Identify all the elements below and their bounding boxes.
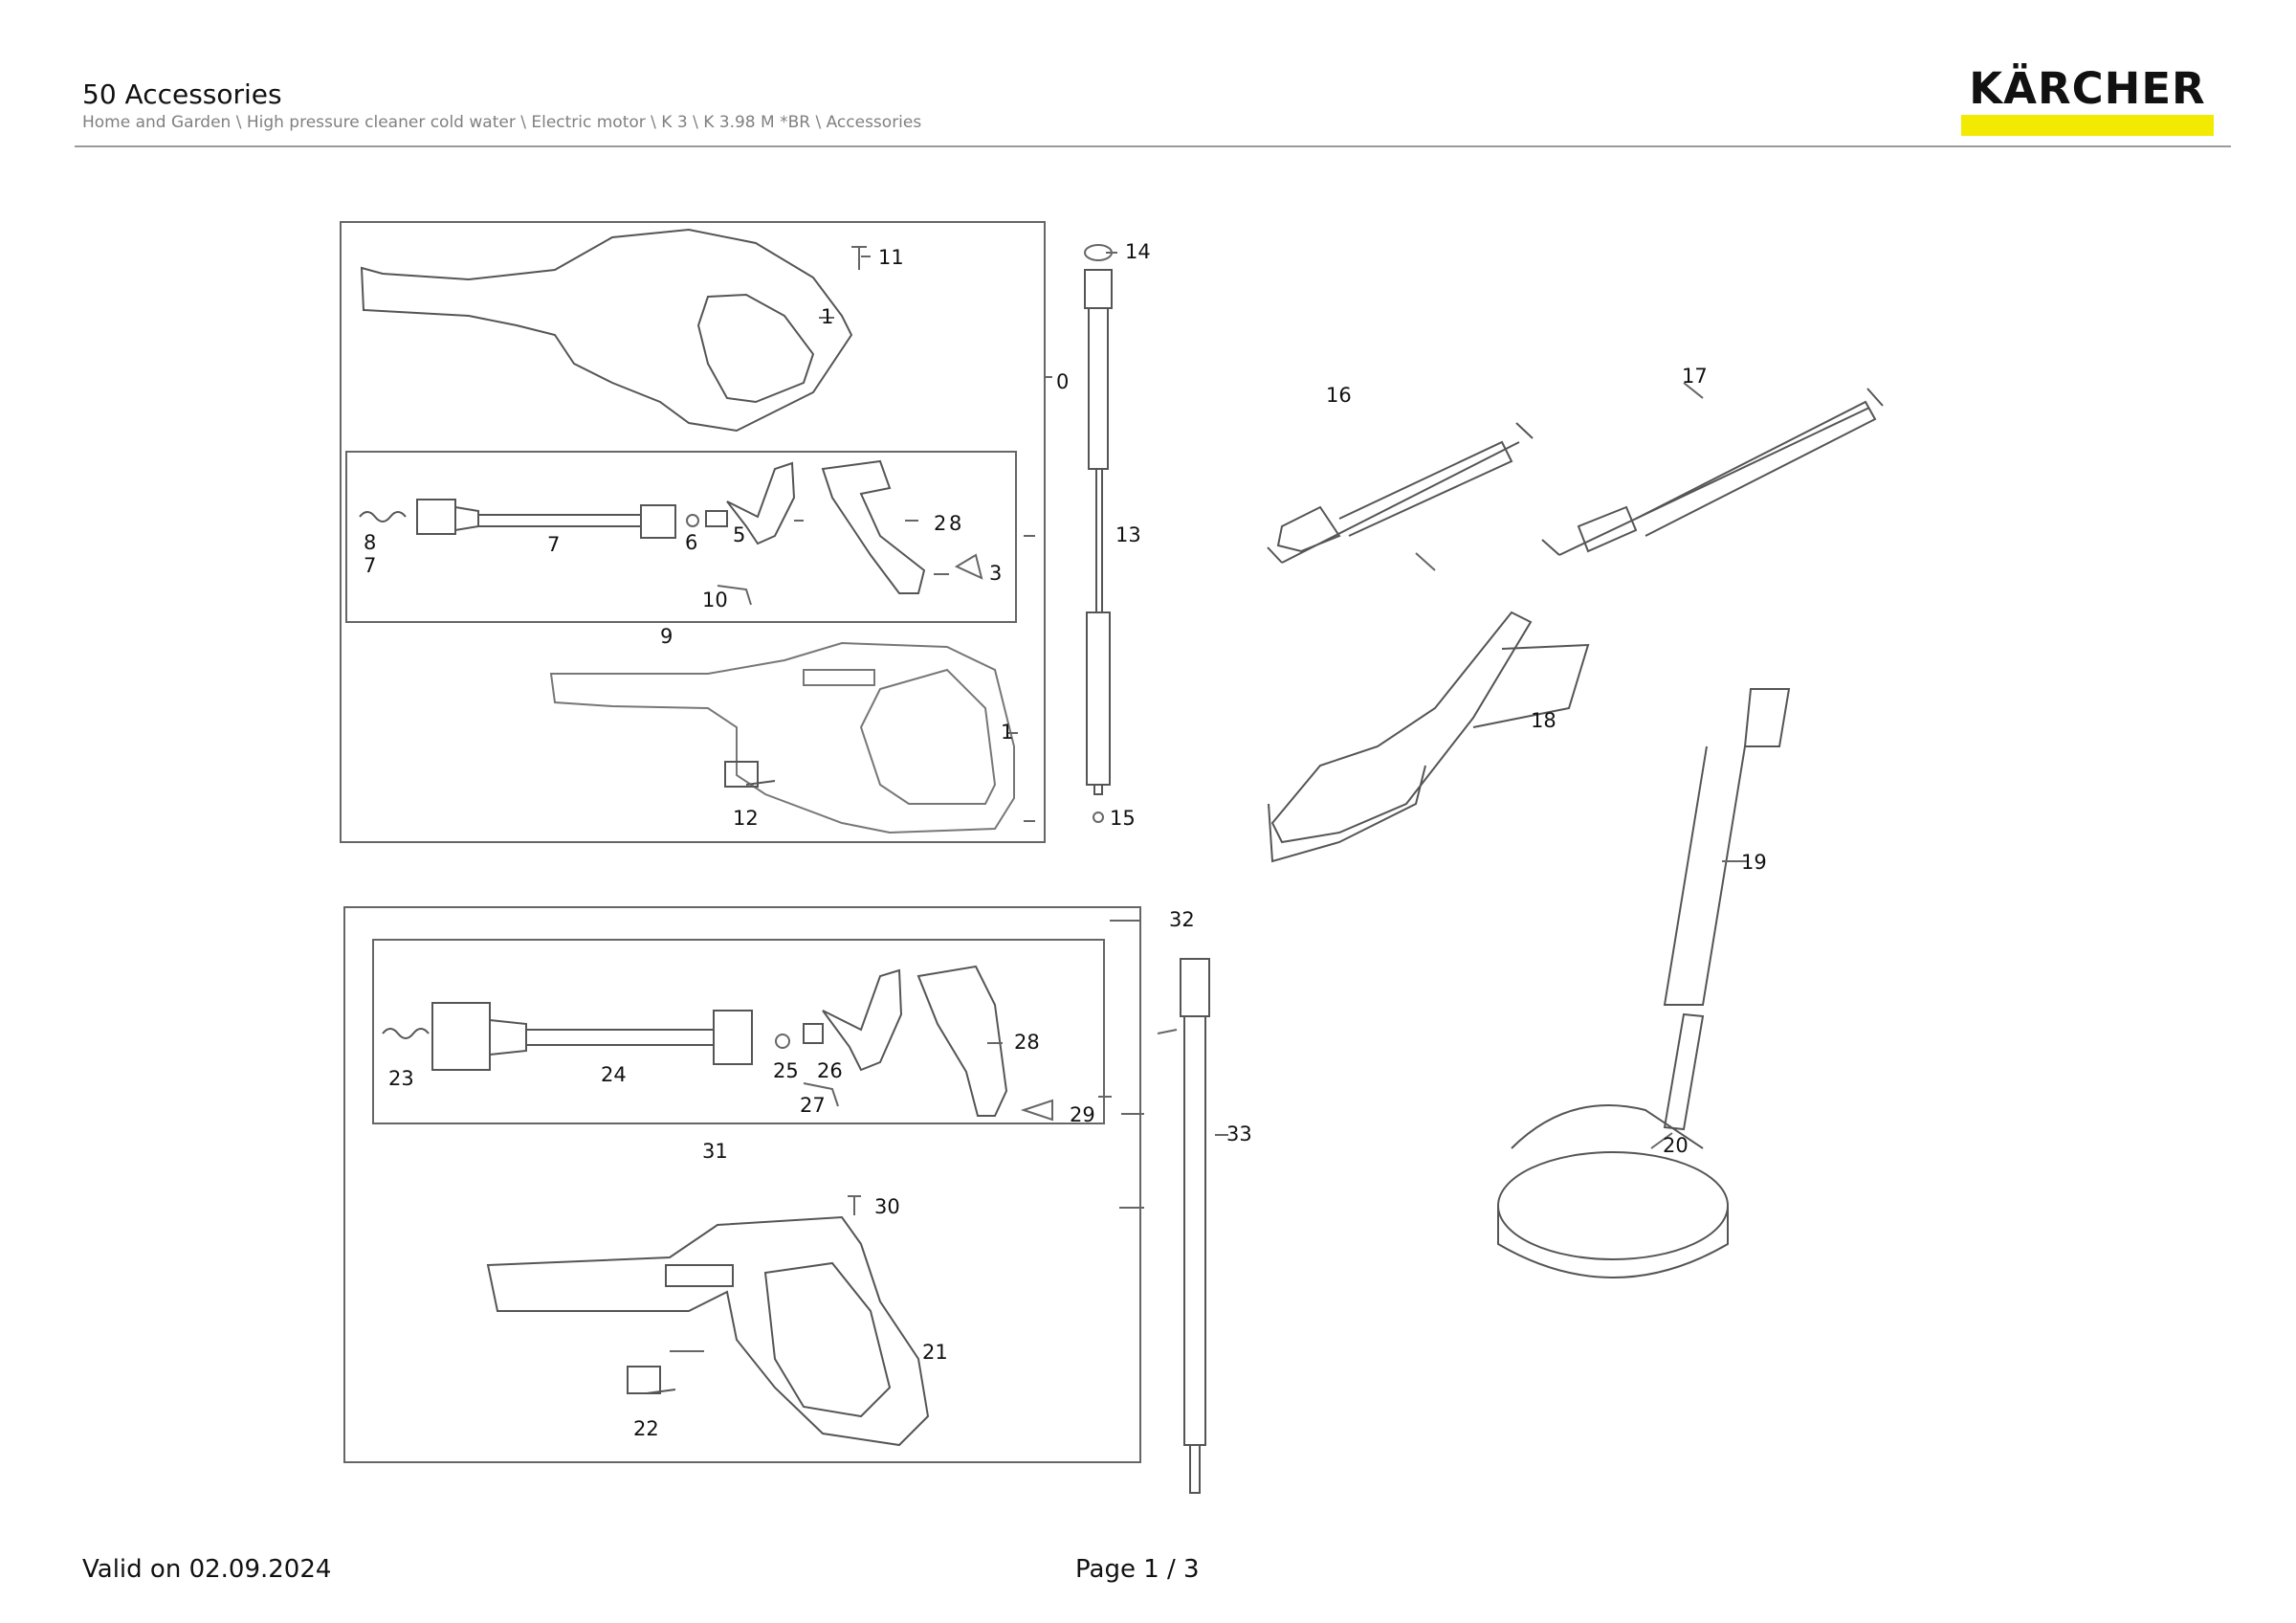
page-title: 50 Accessories	[82, 78, 282, 110]
gun-shell-21	[486, 1215, 930, 1447]
screw-11	[851, 246, 867, 270]
part-label-25: 25	[773, 1059, 799, 1082]
lance-13	[1084, 269, 1113, 795]
dirt-blaster-16	[1267, 422, 1534, 564]
part-label-8a: 8	[949, 512, 961, 535]
part-label-22: 22	[633, 1417, 659, 1440]
part-label-26: 26	[817, 1059, 843, 1082]
part-label-28: 28	[1014, 1031, 1040, 1054]
valve-26	[803, 968, 903, 1072]
breadcrumb: Home and Garden \ High pressure cleaner …	[82, 113, 922, 132]
part-label-7b: 7	[364, 554, 376, 577]
spring-10	[717, 585, 752, 606]
rotary-brush-18	[1268, 611, 1590, 863]
part-label-31: 31	[702, 1140, 728, 1163]
part-label-32: 32	[1169, 908, 1195, 931]
o-ring-15	[1093, 812, 1104, 823]
part-label-20: 20	[1663, 1134, 1689, 1157]
part-label-29: 29	[1070, 1103, 1095, 1126]
part-label-1a: 1	[821, 305, 833, 328]
valid-date: Valid on 02.09.2024	[82, 1555, 332, 1584]
brand-logo: KÄRCHER	[1961, 63, 2214, 136]
lock-22	[627, 1366, 676, 1394]
trigger-2	[821, 459, 926, 594]
part-label-18: 18	[1531, 709, 1556, 732]
coupling-7	[359, 499, 676, 539]
screw-30	[848, 1195, 861, 1215]
exploded-parts-diagram: 0 1 2 8 3 5 6 7 8 7 10 9 1 12 11 14 13 1…	[340, 221, 1884, 1494]
part-label-30: 30	[874, 1195, 900, 1218]
brand-logo-text: KÄRCHER	[1969, 63, 2206, 114]
spring-27	[803, 1082, 839, 1107]
header-divider	[75, 145, 2231, 147]
frame-hose-assembly-9	[345, 451, 1017, 623]
gun-shell-upper	[360, 228, 853, 433]
part-label-19: 19	[1741, 851, 1767, 874]
part-label-17: 17	[1682, 365, 1708, 388]
part-label-16: 16	[1326, 384, 1352, 407]
part-label-3: 3	[989, 562, 1002, 585]
frame-hose-assembly-31	[372, 939, 1105, 1124]
lock-12	[724, 761, 776, 788]
part-label-21: 21	[922, 1341, 948, 1364]
part-label-27: 27	[800, 1094, 826, 1117]
part-label-2: 2	[934, 512, 946, 535]
surface-cleaner-20	[1497, 1012, 1729, 1278]
part-label-10: 10	[702, 589, 728, 611]
part-label-14: 14	[1125, 240, 1151, 263]
lance-33	[1180, 958, 1210, 1494]
gun-shell-lower	[549, 641, 1015, 834]
o-ring-6	[686, 514, 699, 527]
part-label-7a: 7	[547, 533, 560, 556]
part-label-33: 33	[1226, 1123, 1252, 1145]
part-label-0: 0	[1056, 370, 1069, 393]
part-label-15: 15	[1110, 807, 1136, 830]
nozzle-cap-29	[1020, 1099, 1053, 1122]
o-ring-25	[775, 1034, 790, 1049]
nozzle-cap-3	[954, 553, 983, 580]
part-label-6: 6	[685, 531, 697, 554]
coupling-24	[382, 1002, 753, 1071]
part-label-12: 12	[733, 807, 759, 830]
part-label-24: 24	[601, 1063, 627, 1086]
part-label-5: 5	[733, 523, 745, 546]
part-label-8b: 8	[364, 531, 376, 554]
trigger-28	[916, 965, 1008, 1117]
part-label-13: 13	[1115, 523, 1141, 546]
part-label-23: 23	[388, 1067, 414, 1090]
valve-5	[705, 461, 796, 545]
page-number: Page 1 / 3	[1075, 1555, 1200, 1584]
part-label-1b: 1	[1001, 721, 1013, 744]
brand-logo-bar	[1961, 115, 2214, 136]
part-label-11: 11	[878, 246, 904, 269]
vario-lance-17	[1541, 388, 1884, 556]
frame-gun-set-0	[340, 221, 1046, 843]
frame-gun-set-32	[343, 906, 1141, 1463]
extension-lance-19	[1663, 688, 1791, 1006]
part-label-9: 9	[660, 625, 673, 648]
